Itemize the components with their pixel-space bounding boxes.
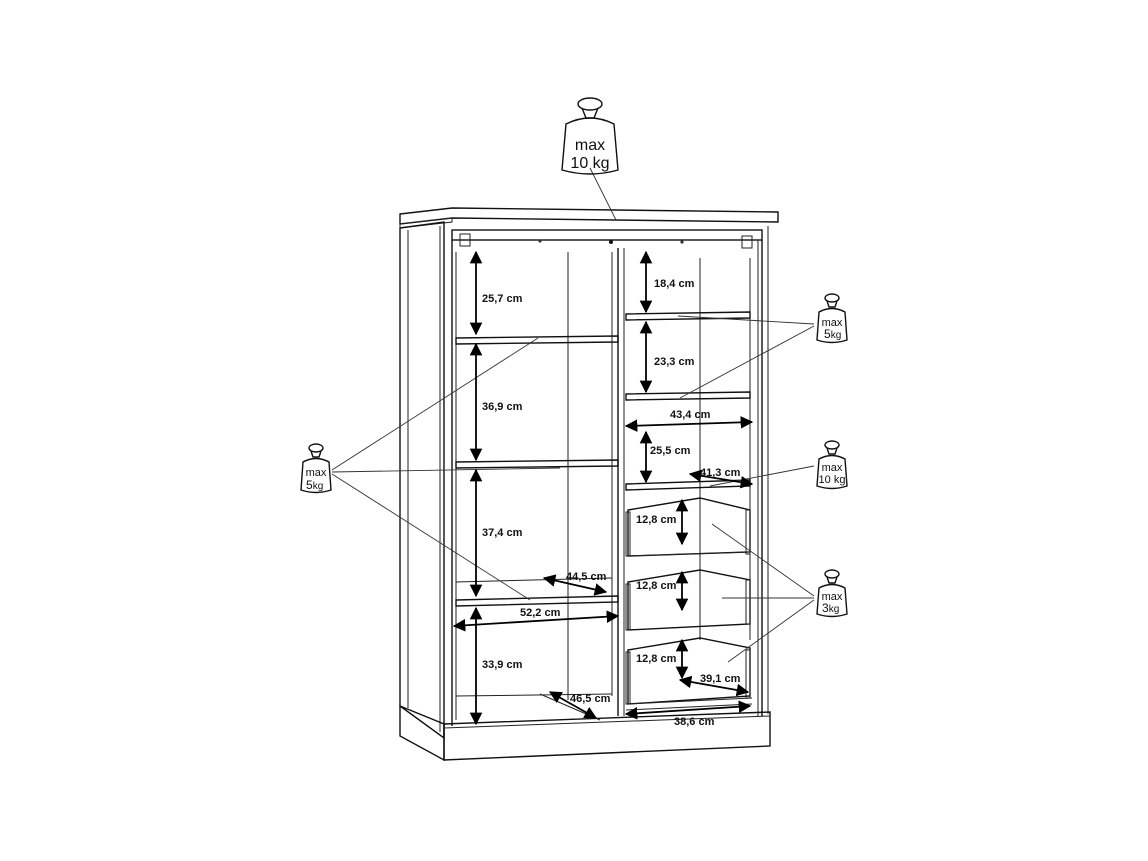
weight-right-mid-max: max	[822, 462, 843, 474]
dim-right-width: 43,4 cm	[670, 409, 711, 421]
dim-left-width: 52,2 cm	[520, 607, 561, 619]
weight-right-top-kg: 5kg	[824, 327, 841, 341]
dim-drawer-3: 12,8 cm	[636, 653, 677, 665]
dim-drawer-depth: 39,1 cm	[700, 673, 741, 685]
dim-right-1: 18,4 cm	[654, 278, 695, 290]
dim-drawer-2: 12,8 cm	[636, 580, 677, 592]
weight-left-max: max	[306, 467, 327, 479]
weight-top-max: max	[575, 137, 605, 154]
weight-icon-right-top: max 5kg	[816, 293, 848, 344]
cabinet	[399, 207, 779, 762]
dim-left-2: 36,9 cm	[482, 401, 523, 413]
dim-right-shelf-depth: 41,3 cm	[700, 467, 741, 479]
weight-right-bottom-kg: 3kg	[822, 601, 839, 615]
dim-right-base-width: 38,6 cm	[674, 716, 715, 728]
dim-left-4: 33,9 cm	[482, 659, 523, 671]
weight-icon-right-mid: max 10 kg	[816, 440, 848, 490]
weight-icon-right-bottom: max 3kg	[816, 569, 848, 618]
dimension-labels: 25,7 cm 36,9 cm 37,4 cm 33,9 cm 44,5 cm …	[482, 278, 741, 728]
dim-left-1: 25,7 cm	[482, 293, 523, 305]
dim-right-2: 23,3 cm	[654, 356, 695, 368]
dimension-arrows	[452, 250, 754, 726]
weight-right-bottom-max: max	[822, 591, 843, 603]
weight-top-kg: 10 kg	[570, 155, 609, 172]
dim-right-3: 25,5 cm	[650, 445, 691, 457]
weight-leaders	[331, 167, 815, 663]
dim-left-3: 37,4 cm	[482, 527, 523, 539]
dim-left-base-depth: 46,5 cm	[570, 693, 611, 705]
dim-drawer-1: 12,8 cm	[636, 514, 677, 526]
dim-left-shelf-depth: 44,5 cm	[566, 571, 607, 583]
weight-icon-left: max 5kg	[300, 443, 332, 494]
weight-right-top-max: max	[822, 317, 843, 329]
weight-right-mid-kg: 10 kg	[819, 474, 846, 486]
weight-left-kg: 5kg	[306, 478, 323, 492]
weight-icon-top: max 10 kg	[561, 97, 619, 175]
